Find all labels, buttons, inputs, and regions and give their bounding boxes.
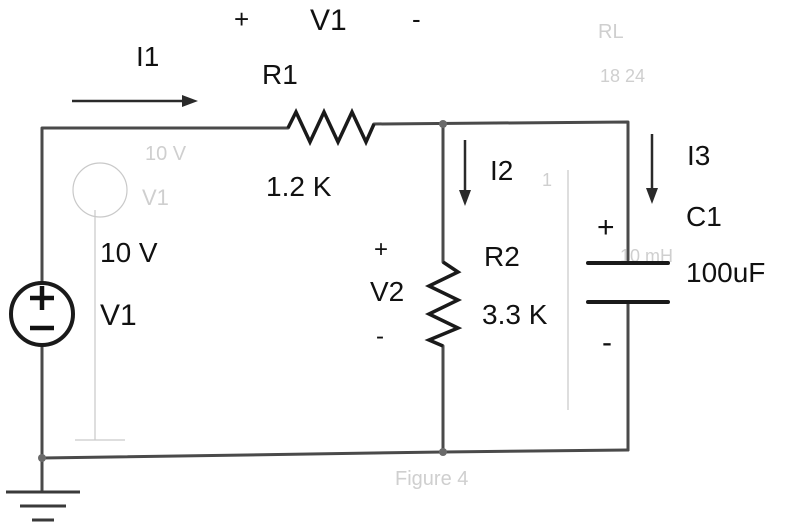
faint-background: RL 18 24 10 V V1 1 10 mH Figure 4 [72,21,673,490]
arrow-i1-head [182,95,198,107]
wire-left-top [40,126,290,285]
arrow-i3 [646,134,658,204]
label-r2-value: 3.3 K [482,299,548,330]
label-i3: I3 [687,140,710,171]
node-ground [38,454,46,462]
arrow-i3-head [646,188,658,204]
arrow-i1 [72,95,198,107]
label-i1: I1 [136,41,159,72]
label-v1-plus: + [234,4,249,34]
label-source-name: V1 [100,299,137,332]
faint-source-symbol [72,162,128,218]
label-r1-name: R1 [262,59,298,90]
node-bottom [439,448,447,456]
faint-text-values: 18 24 [600,66,645,86]
faint-text-10v: 10 V [145,143,187,165]
label-c1-minus: - [602,326,612,359]
label-c1-name: C1 [686,201,722,232]
label-c1-value: 100uF [686,257,765,288]
label-v1-drop: V1 [310,4,347,37]
ground-icon [6,490,80,522]
capacitor-c1-symbol [586,261,670,304]
resistor-r2-symbol [424,260,463,348]
wire-top-right [372,120,630,262]
arrow-i2 [459,140,471,206]
faint-text-v1: V1 [142,185,169,210]
voltage-source-symbol [9,281,75,347]
label-v1-minus: - [412,4,421,34]
label-c1-plus: + [597,211,615,244]
arrow-i2-head [459,190,471,206]
label-v2-drop: V2 [370,276,404,307]
node-top [439,120,447,128]
source-circle [9,281,75,347]
label-r1-value: 1.2 K [266,171,332,202]
faint-text-rl: RL [598,21,624,43]
faint-text-1: 1 [542,170,552,190]
label-source-value: 10 V [100,237,158,268]
label-v2-plus: + [374,236,388,263]
faint-text-figure: Figure 4 [395,468,468,490]
label-i2: I2 [490,155,513,186]
label-v2-minus: - [376,323,384,350]
resistor-r1-symbol [286,107,376,147]
wire-bottom-rail [40,448,630,460]
label-r2-name: R2 [484,241,520,272]
